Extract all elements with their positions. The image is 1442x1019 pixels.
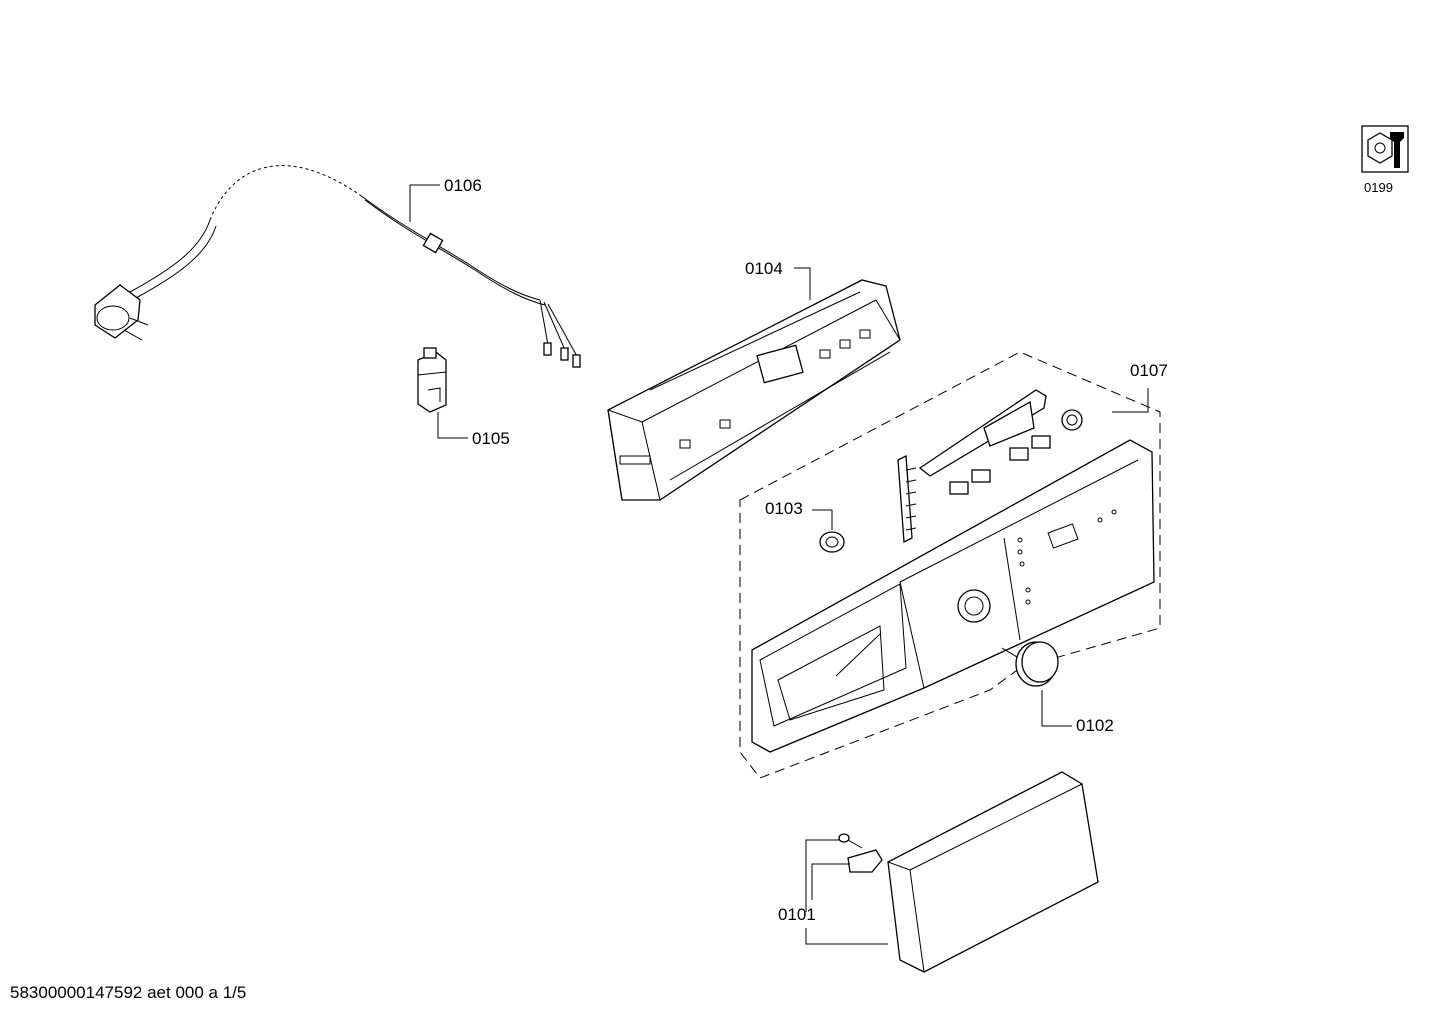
control-panel-fascia-part [751, 439, 1155, 753]
leader-0104 [794, 267, 811, 300]
leader-0106 [409, 184, 440, 222]
callout-0199: 0199 [1364, 180, 1393, 195]
small-knob-part [819, 531, 845, 553]
leader-0103 [812, 509, 833, 530]
leader-0107 [1112, 388, 1149, 413]
callout-0104: 0104 [745, 259, 783, 278]
leader-0102 [1041, 690, 1072, 727]
cover-panel-part [887, 771, 1099, 973]
callout-0105: 0105 [472, 429, 510, 448]
mounting-clip-part [417, 347, 447, 413]
leader-0105 [437, 412, 468, 439]
leader-0101-screw [805, 839, 840, 912]
contact-strip-part [897, 454, 917, 544]
programme-knob-part [1001, 641, 1059, 687]
leader-0101-cover [805, 928, 888, 945]
callout-0106: 0106 [444, 176, 482, 195]
power-cable-part [94, 165, 581, 368]
leader-0101-clip [811, 863, 850, 900]
button-light-guide-part [918, 389, 1083, 495]
service-tools-icon [1361, 125, 1409, 173]
bracket-clip-part [847, 849, 883, 873]
document-code: 58300000147592 aet 000 a 1/5 [10, 983, 246, 1002]
control-module-housing-part [607, 279, 901, 501]
callout-0103: 0103 [765, 499, 803, 518]
callout-0102: 0102 [1076, 716, 1114, 735]
callout-0107: 0107 [1130, 361, 1168, 380]
callout-0101: 0101 [778, 905, 816, 924]
screw-part [838, 833, 863, 849]
